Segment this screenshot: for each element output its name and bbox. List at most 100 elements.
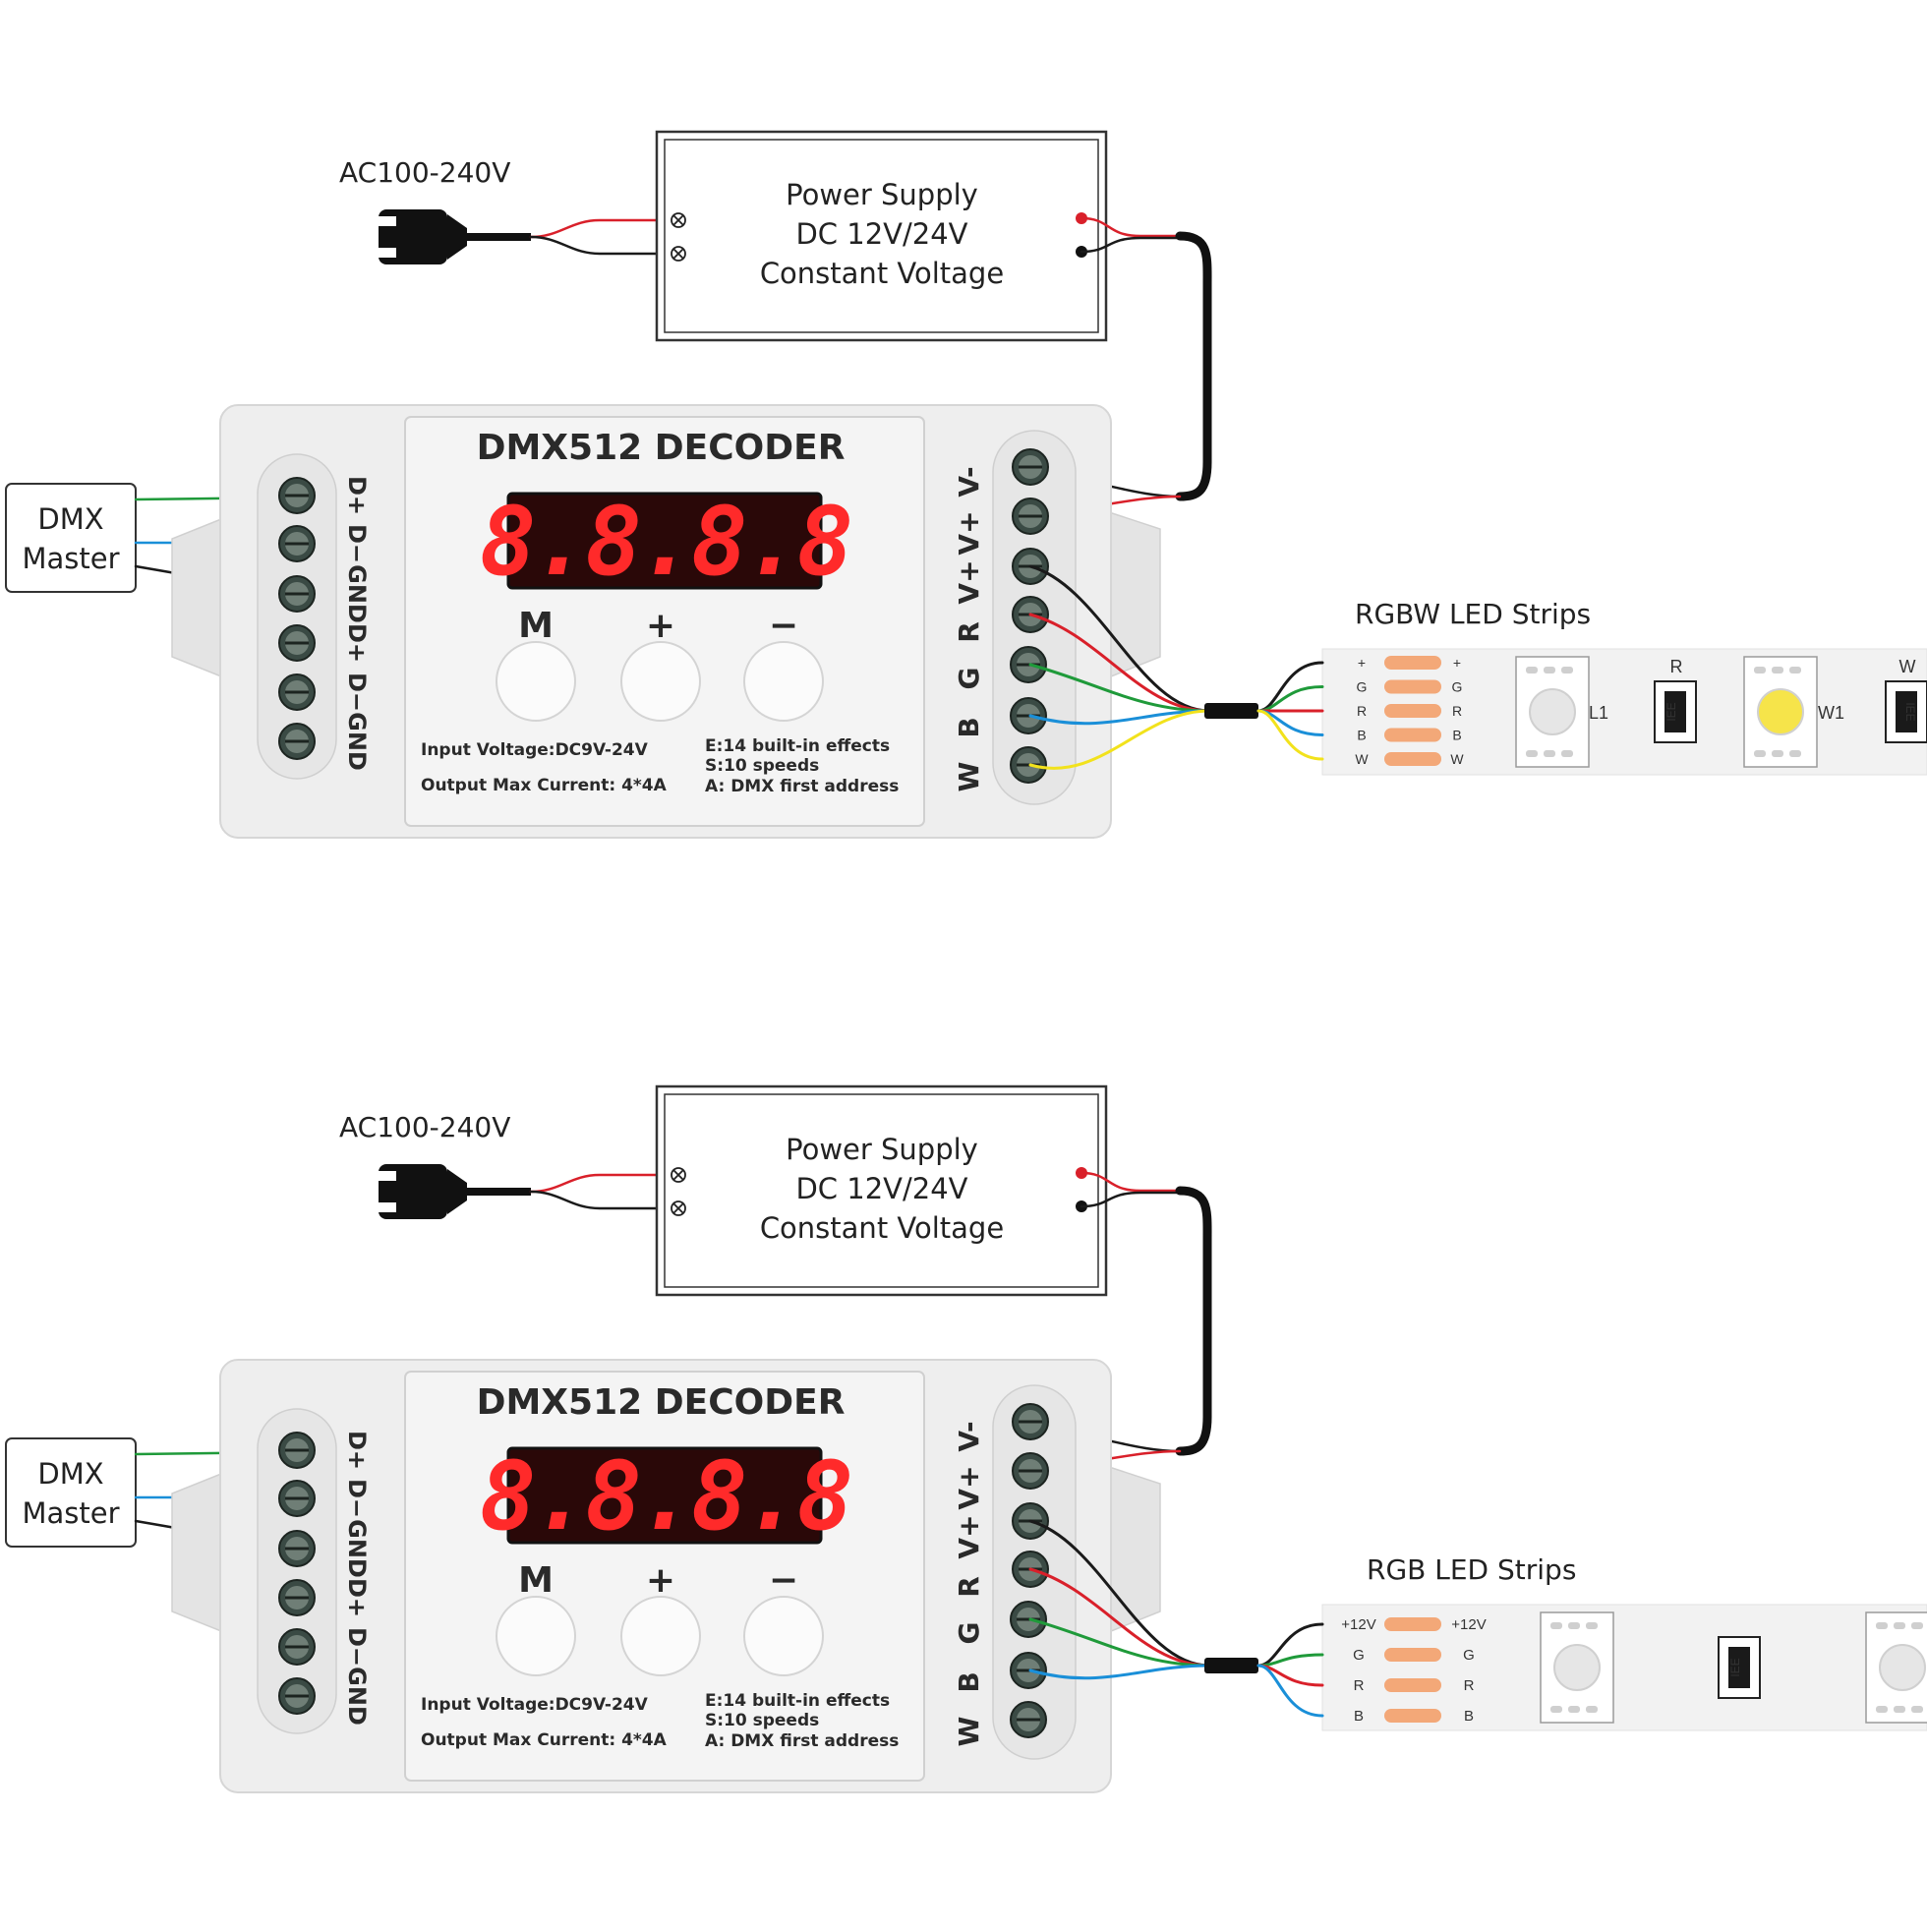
psu-out-wire-red	[1080, 216, 1182, 238]
right-terminal-label: R	[953, 1576, 985, 1598]
chip-pin	[1526, 667, 1538, 673]
screw-cross	[672, 1202, 684, 1214]
solder-pad	[1384, 704, 1441, 718]
screw-cross	[672, 214, 684, 226]
power-cable	[1175, 1186, 1212, 1456]
right-terminal-label: V+	[953, 510, 985, 555]
screw-cross	[672, 248, 684, 260]
chip-pin	[1526, 750, 1538, 757]
spec-speeds: S:10 speeds	[705, 1711, 819, 1730]
dmx-master-line2: Master	[22, 542, 119, 575]
strip-label-l1: L1	[1589, 703, 1608, 723]
ac-voltage-label: AC100-240V	[339, 1111, 510, 1143]
decoder-title: DMX512 DECODER	[477, 1382, 846, 1423]
power-plug-icon	[377, 1164, 531, 1219]
resistor-body	[1664, 691, 1686, 732]
solder-pad	[1384, 1709, 1441, 1723]
right-terminal-label: B	[953, 1671, 985, 1692]
decoder-title: DMX512 DECODER	[477, 428, 846, 468]
display-digits: 8.8.8.8	[480, 1441, 850, 1551]
psu-input-screw-icon	[671, 1200, 686, 1216]
left-terminal-screw-icon	[278, 1432, 316, 1469]
left-terminal-strip	[257, 453, 337, 780]
left-terminal-screw-icon	[278, 673, 316, 711]
left-terminal-screw-icon	[278, 575, 316, 613]
left-terminal-screw-icon	[278, 1628, 316, 1666]
spec-effects: E:14 built-in effects	[705, 1691, 890, 1711]
left-terminal-label: GND	[343, 564, 371, 623]
strip-label-w1: W1	[1818, 703, 1844, 723]
strip-lead-wire	[1256, 685, 1324, 713]
left-terminal-label: GND	[343, 712, 371, 771]
plug-notch-bottom	[377, 1202, 396, 1212]
chip-pin	[1911, 1706, 1923, 1713]
button-minus[interactable]	[743, 641, 824, 722]
mounting-ear-right	[1105, 509, 1161, 680]
button-plus[interactable]	[620, 641, 701, 722]
spec-address: A: DMX first address	[705, 1731, 899, 1751]
left-terminal-screw-icon	[278, 1480, 316, 1517]
solder-pad	[1384, 1648, 1441, 1662]
spec-speeds: S:10 speeds	[705, 756, 819, 776]
plug-notch-bottom	[377, 248, 396, 258]
left-terminal-screw-icon	[278, 624, 316, 662]
button-label-plus: +	[646, 606, 675, 646]
psu-title: Power Supply	[786, 1133, 978, 1166]
chip-pin	[1754, 750, 1766, 757]
output-wire-vplus	[1028, 564, 1211, 713]
right-terminal-label: V-	[953, 1421, 985, 1451]
pad-label-left: B	[1357, 728, 1366, 743]
right-terminal-screw-icon	[1012, 448, 1049, 486]
spec-address: A: DMX first address	[705, 777, 899, 796]
wire-heat-shrink	[1204, 703, 1258, 719]
pad-label-left: B	[1354, 1708, 1364, 1725]
output-wire-r	[1028, 613, 1211, 713]
button-minus[interactable]	[743, 1596, 824, 1676]
left-terminal-label: D+	[343, 476, 371, 515]
button-label-plus: +	[646, 1560, 675, 1601]
chip-lens	[1553, 1644, 1601, 1691]
strip-title: RGBW LED Strips	[1355, 598, 1591, 630]
pad-label-left: R	[1357, 703, 1367, 719]
pad-label-right: W	[1450, 751, 1464, 767]
right-terminal-label: W	[953, 761, 985, 791]
button-mode[interactable]	[496, 1596, 576, 1676]
solder-pad	[1384, 1678, 1441, 1692]
chip-pin	[1586, 1706, 1598, 1713]
right-terminal-label: G	[953, 1622, 985, 1645]
psu-out-wire-black	[1080, 1191, 1182, 1208]
button-mode[interactable]	[496, 641, 576, 722]
left-terminal-label: GND	[343, 1667, 371, 1726]
chip-pin	[1550, 1622, 1562, 1629]
display-frame	[506, 1446, 823, 1545]
output-wire-r	[1028, 1567, 1211, 1668]
chip-pin	[1894, 1622, 1905, 1629]
pad-label-right: R	[1452, 703, 1462, 719]
strip-title: RGB LED Strips	[1367, 1553, 1576, 1586]
left-terminal-label: D−	[343, 673, 371, 712]
button-label-minus: −	[769, 606, 798, 646]
chip-pin	[1544, 750, 1555, 757]
left-terminal-label: GND	[343, 1519, 371, 1578]
plug-cord	[462, 233, 531, 241]
psu-input-screw-icon	[671, 212, 686, 228]
pad-label-left: G	[1353, 1647, 1365, 1664]
ac-wire-neutral	[529, 1190, 678, 1210]
chip-pin	[1586, 1622, 1598, 1629]
left-terminal-label: D+	[343, 1578, 371, 1617]
right-terminal-screw-icon	[1012, 498, 1049, 535]
output-wire-w	[1028, 709, 1211, 770]
ac-wire-live	[529, 1173, 678, 1194]
chip-pin	[1561, 667, 1573, 673]
rgb-led-chip	[1540, 1611, 1614, 1724]
button-label-mode: M	[518, 1560, 554, 1601]
psu-inner-frame	[664, 139, 1099, 333]
pad-label-left: G	[1357, 679, 1368, 695]
chip-pin	[1544, 667, 1555, 673]
plug-neck	[447, 1169, 467, 1214]
chip-lens	[1879, 1644, 1926, 1691]
button-plus[interactable]	[620, 1596, 701, 1676]
